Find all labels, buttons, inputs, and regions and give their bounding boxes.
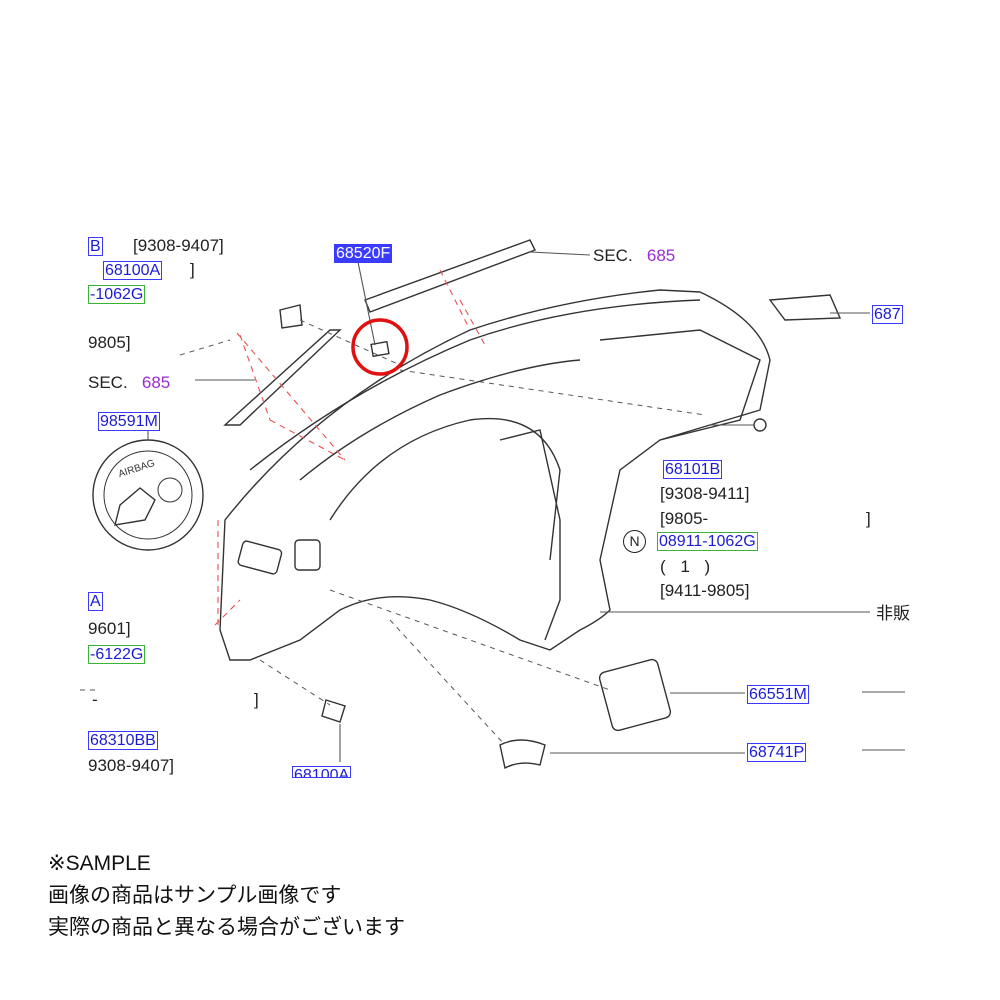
notice-line-3: 実際の商品と異なる場合がございます — [48, 916, 405, 939]
bracket-close-a: ] — [190, 260, 195, 279]
range-9411-9805: [9411-9805] — [660, 581, 750, 600]
left-side-cover — [294, 539, 321, 571]
range-9805-open: [9805- — [660, 509, 709, 528]
part-label-68100A-bottom[interactable]: 68100A — [292, 766, 352, 778]
defroster-strip-top — [364, 239, 536, 313]
notice-line-2: 画像の商品はサンプル画像です — [48, 884, 342, 907]
center-stack — [499, 429, 561, 641]
sec-685-left: SEC. 685 — [88, 373, 171, 392]
n-mark-circle: N — [623, 530, 646, 553]
range-9308-9407-top: [9308-9407] — [133, 236, 224, 255]
right-side-vent — [768, 294, 842, 321]
part-label-68520F[interactable]: 68520F — [334, 244, 393, 263]
center-vent-66551M — [598, 658, 672, 732]
genuine-label-08911-1062G[interactable]: 08911-1062G — [657, 532, 758, 551]
dash-top-edge — [249, 299, 701, 471]
part-label-687[interactable]: 687 — [872, 305, 903, 324]
sec-685-top: SEC. 685 — [593, 246, 676, 265]
leader-sec685-top — [529, 251, 591, 256]
range-9308-9407-bottom: 9308-9407] — [88, 756, 175, 775]
clip-right — [753, 418, 767, 432]
genuine-label-6122G[interactable]: -6122G — [88, 645, 146, 664]
defroster-strip-left — [223, 329, 342, 426]
part-label-a-left[interactable]: A — [88, 592, 103, 611]
part-label-68100A[interactable]: 68100A — [103, 261, 163, 280]
left-vent — [237, 540, 283, 575]
dash-cluster-hood — [299, 359, 581, 481]
range-9805-close: ] — [866, 509, 871, 528]
dash-panel-outline — [219, 289, 771, 661]
dash-left: - — [92, 690, 98, 709]
range-9308-9411: [9308-9411] — [660, 484, 750, 503]
part-68520F-shape — [370, 340, 390, 358]
airbag-seat-icon — [114, 487, 156, 526]
part-label-98591M[interactable]: 98591M — [98, 412, 160, 431]
part-label-68101B[interactable]: 68101B — [663, 460, 723, 479]
airbag-emblem-text: AIRBAG — [117, 458, 157, 480]
range-9601: 9601] — [88, 619, 131, 638]
clip-top-left — [279, 304, 303, 329]
part-label-68741P[interactable]: 68741P — [747, 743, 807, 762]
lower-vent-68741P — [499, 739, 546, 770]
dash-inner-curve — [329, 417, 561, 561]
notice-sample: ※SAMPLE — [48, 852, 151, 875]
quantity: ( 1 ) — [660, 557, 711, 576]
bracket-close-b: ] — [254, 690, 259, 709]
part-label-68310BB[interactable]: 68310BB — [88, 731, 158, 750]
part-label-66551M[interactable]: 66551M — [747, 685, 809, 704]
range-9805: 9805] — [88, 333, 131, 352]
part-label-b-top[interactable]: B — [88, 237, 103, 256]
genuine-label-1062G[interactable]: -1062G — [88, 285, 146, 304]
highlight-circle-68520F — [351, 318, 409, 376]
console-bracket — [599, 329, 761, 441]
jp-partial-label: 非販 — [876, 604, 910, 623]
bolt-bottom — [321, 699, 346, 723]
leader-68520F — [357, 261, 376, 346]
